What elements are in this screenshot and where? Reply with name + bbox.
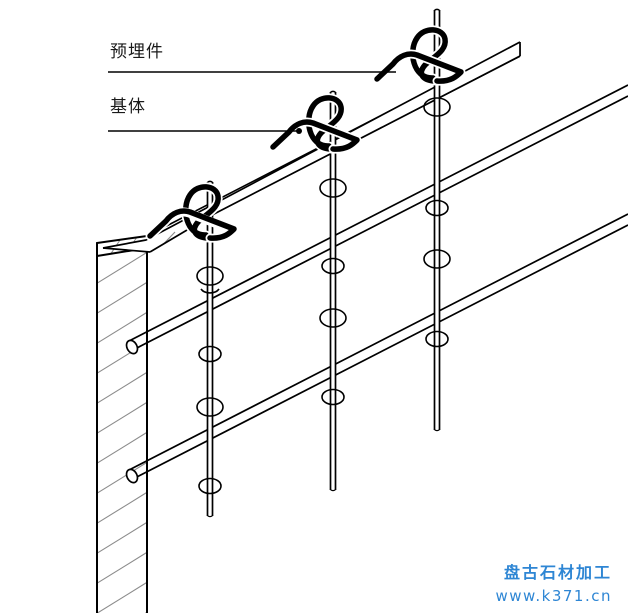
embedded-hook-middle [268, 93, 362, 154]
wall-front-hatch [97, 243, 147, 613]
embedded-hook-left [145, 182, 237, 243]
watermark-company: 盘古石材加工 [503, 563, 612, 582]
watermark-url: www.k371.cn [495, 587, 612, 605]
label-embedded-part: 预埋件 [110, 42, 164, 62]
rod-end-cap-upper [125, 339, 139, 355]
leader-dot [296, 128, 302, 134]
tie-rings-left [196, 266, 224, 495]
tie-ring [196, 266, 224, 294]
tie-ring [423, 97, 451, 117]
tie-ring [423, 249, 451, 269]
tie-ring [319, 178, 347, 198]
rod-end-cap-lower [125, 468, 139, 484]
tie-ring [321, 388, 345, 406]
tie-rings-middle [319, 178, 347, 406]
label-base-body: 基体 [110, 97, 146, 117]
tie-ring [425, 199, 449, 217]
tie-ring [198, 345, 222, 363]
tie-ring [321, 257, 345, 275]
wall-outline [96, 235, 148, 613]
tie-rings-right [423, 97, 451, 348]
tie-ring [319, 308, 347, 328]
tie-ring [425, 330, 449, 348]
embedded-hook-right [372, 25, 466, 86]
tie-ring [198, 477, 222, 495]
leader-base-body [108, 128, 302, 134]
tie-ring [196, 397, 224, 417]
vertical-bar-middle [329, 90, 337, 492]
